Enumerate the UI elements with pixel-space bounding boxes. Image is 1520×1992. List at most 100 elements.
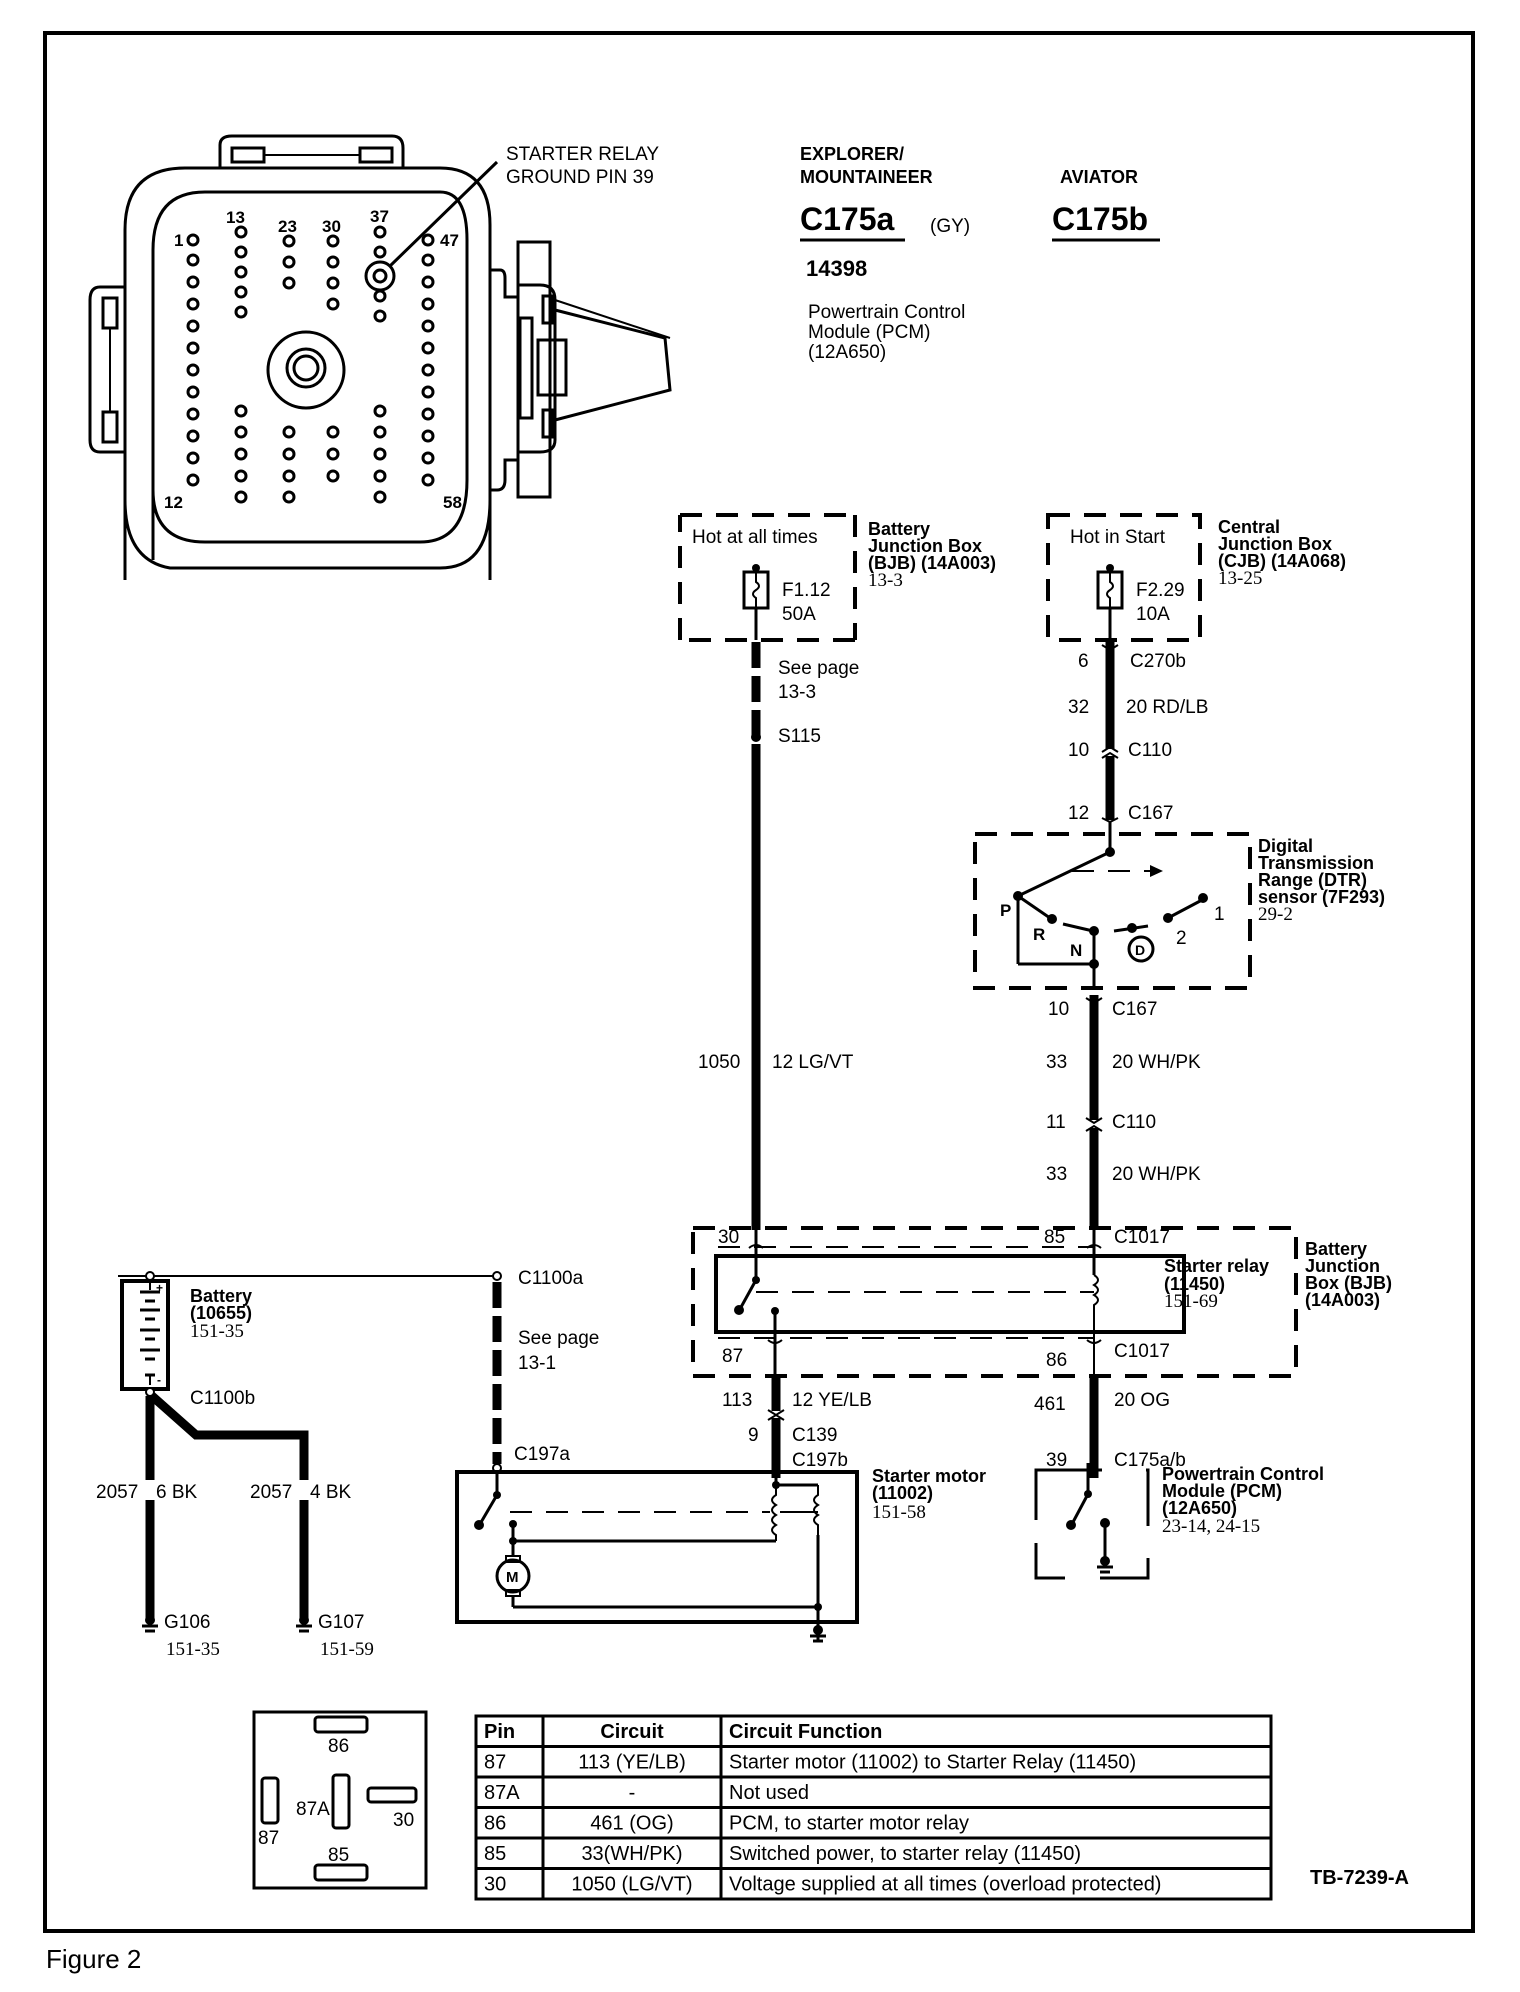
battery-see-page-2: 13-1 xyxy=(518,1353,556,1374)
bjb-fuse-caption: Hot at all times xyxy=(692,527,818,548)
battery-pos-connector: C1100a xyxy=(518,1268,584,1289)
table-cell-circuit: 33(WH/PK) xyxy=(581,1843,682,1865)
ground-g107-icon xyxy=(296,1615,312,1633)
connector-pin xyxy=(421,385,435,399)
rw-label-3: C110 xyxy=(1128,740,1172,761)
rw-pin-3: 10 xyxy=(1068,740,1089,761)
pinout-label-87: 87 xyxy=(258,1828,279,1849)
pin-label-23: 23 xyxy=(278,217,297,236)
pcm-connector-face xyxy=(88,134,672,580)
wire-label-gap-2 xyxy=(296,1480,310,1500)
connector-pin xyxy=(421,429,435,443)
pcm-page-ref: 23-14, 24-15 xyxy=(1162,1516,1260,1537)
callout-leader-line xyxy=(388,160,499,268)
connector-pin-39 xyxy=(372,268,388,284)
connector-pin xyxy=(186,319,200,333)
bjb-fuse-id: F1.12 xyxy=(782,580,831,601)
bjb-fuse-box xyxy=(678,513,857,642)
relay-connector-bottom: C1017 xyxy=(1114,1341,1170,1362)
relay-pin-86: 86 xyxy=(1046,1350,1067,1371)
module-name-2: Module (PCM) xyxy=(808,322,930,343)
callout-line-2: GROUND PIN 39 xyxy=(506,167,654,188)
battery-title-2: (10655) xyxy=(190,1303,252,1323)
bjb-title-3: (BJB) (14A003) xyxy=(868,553,996,573)
cjb-fuse-box xyxy=(1046,513,1202,642)
splice-s115-dot xyxy=(751,732,761,742)
battery-symbol: + - xyxy=(118,1271,497,1397)
table-cell-pin: 87 xyxy=(484,1752,506,1774)
relay-title-2: (11450) xyxy=(1164,1274,1225,1294)
connector-pin xyxy=(326,469,340,483)
rw-label-1: C270b xyxy=(1130,651,1186,672)
connector-pin xyxy=(373,289,387,303)
part-number: 14398 xyxy=(806,256,867,281)
starter-motor-title-1: Starter motor xyxy=(872,1466,986,1486)
motor-m-icon xyxy=(495,1558,531,1594)
relay-coil-icon xyxy=(1092,1274,1099,1376)
dtr-pos-n: N xyxy=(1070,941,1082,960)
figure-frame xyxy=(43,31,1475,1933)
connector-pin xyxy=(186,407,200,421)
connector-pin xyxy=(421,473,435,487)
svg-text:+: + xyxy=(156,1281,163,1295)
connector-pin xyxy=(421,233,435,247)
battery-neg-connector: C1100b xyxy=(190,1388,255,1409)
cjb-title-2: Junction Box xyxy=(1218,534,1332,554)
connector-pin xyxy=(234,490,248,504)
connector-pin xyxy=(373,245,387,259)
table-cell-function: Voltage supplied at all times (overload … xyxy=(729,1874,1161,1896)
connector-pin xyxy=(186,233,200,247)
connector-pin xyxy=(326,255,340,269)
pin-label-13: 13 xyxy=(226,208,245,227)
rw-pin-2: 32 xyxy=(1068,697,1089,718)
motor-connector-c197a: C197a xyxy=(514,1444,570,1465)
relay-connector-top: C1017 xyxy=(1114,1227,1170,1248)
ground-g106-icon xyxy=(142,1615,158,1633)
pinout-label-86: 86 xyxy=(328,1736,349,1757)
rw-label-6: 20 WH/PK xyxy=(1112,1052,1201,1073)
connector-chevrons xyxy=(1101,644,1119,824)
cjb-title-3: (CJB) (14A068) xyxy=(1218,551,1346,571)
connector-pin xyxy=(373,309,387,323)
connector-pin xyxy=(186,429,200,443)
table-cell-function: Starter motor (11002) to Starter Relay (… xyxy=(729,1752,1136,1774)
left-see-page-1: See page xyxy=(778,658,859,679)
connector-pin xyxy=(234,265,248,279)
connector-pin xyxy=(421,275,435,289)
connector-pin xyxy=(282,276,296,290)
aviator-title: AVIATOR xyxy=(1060,167,1138,187)
cjb-title-1: Central xyxy=(1218,517,1280,537)
table-header-pin: Pin xyxy=(484,1721,515,1743)
pcm-title-2: Module (PCM) xyxy=(1162,1481,1282,1501)
connector-pin xyxy=(186,341,200,355)
relay-pin-85: 85 xyxy=(1044,1227,1065,1248)
connector-pin xyxy=(282,447,296,461)
wire-113-circuit: 113 xyxy=(722,1390,752,1411)
c1100a-connector-dot xyxy=(492,1271,502,1281)
connector-pin xyxy=(282,425,296,439)
dtr-pos-1: 1 xyxy=(1214,904,1225,925)
dtr-pos-d: D xyxy=(1135,942,1145,958)
connector-pin xyxy=(186,473,200,487)
wire-1050-gauge-color: 12 LG/VT xyxy=(772,1052,854,1073)
c139-chevrons xyxy=(767,1409,785,1421)
table-cell-circuit: 113 (YE/LB) xyxy=(578,1752,685,1774)
connector-pin xyxy=(373,447,387,461)
explorer-connector-id: C175a xyxy=(800,201,895,237)
ground-wire-g107 xyxy=(149,1392,309,1618)
pinout-label-87a: 87A xyxy=(296,1799,330,1820)
rw-label-7: C110 xyxy=(1112,1112,1156,1133)
table-cell-circuit: - xyxy=(629,1782,636,1804)
relay-pin-30: 30 xyxy=(718,1227,739,1248)
relay-box-title-3: Box (BJB) xyxy=(1305,1273,1392,1293)
wire-113-conn2: C197b xyxy=(792,1450,848,1471)
connector-pin xyxy=(282,490,296,504)
module-name-1: Powertrain Control xyxy=(808,302,965,323)
bjb-title-2: Junction Box xyxy=(868,536,982,556)
dtr-sensor-switch xyxy=(973,822,1252,990)
connector-pin xyxy=(326,297,340,311)
connector-pin xyxy=(326,276,340,290)
cjb-fuse-id: F2.29 xyxy=(1136,580,1185,601)
connector-pin xyxy=(282,469,296,483)
dtr-title-2: Transmission xyxy=(1258,853,1374,873)
